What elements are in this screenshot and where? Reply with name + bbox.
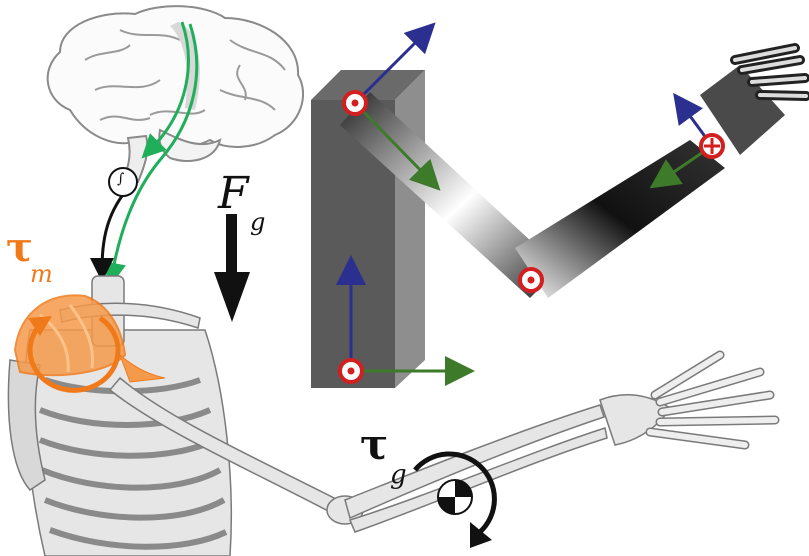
muscle-torque-icon [27,315,121,393]
muscle-torque-subscript: m [30,260,53,288]
robot-arm-icon [311,43,809,388]
neural-signal-arrows [90,21,199,287]
gravity-torque-subscript: g [390,460,407,490]
gravity-arrow [214,214,250,322]
brain-icon [46,5,305,184]
integrator-node [108,167,138,197]
gravity-torque-symbol: τ [360,420,389,469]
center-of-mass-icon [437,479,473,515]
deltoid-muscle [13,294,166,383]
integrator-symbol: ∫ [117,171,125,187]
gravity-force-symbol: F [218,168,249,219]
gravity-force-subscript: g [250,208,266,236]
gravity-torque-icon [413,451,497,548]
muscle-torque-symbol: τ [6,224,33,271]
joint-markers [338,90,725,384]
